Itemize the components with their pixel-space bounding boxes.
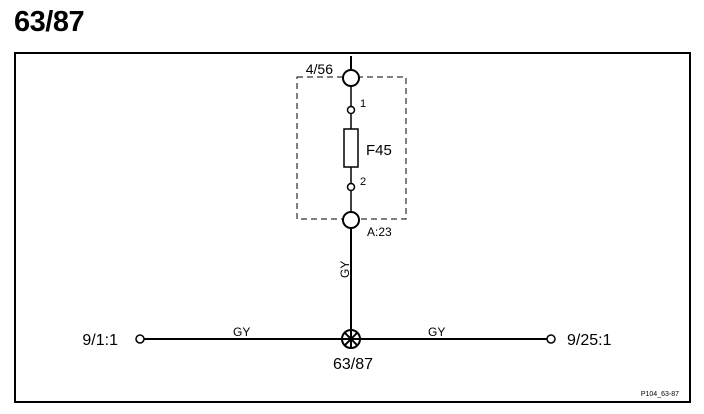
left-terminal-label: 9/1:1 bbox=[82, 332, 118, 349]
diagram-footer-code: P104_63-87 bbox=[641, 391, 679, 398]
wire-right-color: GY bbox=[428, 325, 445, 339]
splice-label: 63/87 bbox=[333, 356, 373, 373]
splice-cross-icon bbox=[341, 329, 361, 349]
left-terminal-icon bbox=[135, 334, 145, 344]
wire-left-color: GY bbox=[233, 325, 250, 339]
right-terminal-icon bbox=[546, 334, 556, 344]
wire-vertical-color: GY bbox=[338, 261, 352, 278]
fuse-label: F45 bbox=[366, 142, 392, 159]
connector-4-56 bbox=[342, 69, 360, 87]
page-title: 63/87 bbox=[14, 6, 85, 38]
right-terminal-label: 9/25:1 bbox=[567, 332, 612, 349]
connector-a-23-label: A:23 bbox=[367, 225, 392, 239]
connector-4-56-label: 4/56 bbox=[306, 61, 333, 77]
diagram-frame bbox=[14, 52, 691, 403]
pin-1-terminal bbox=[346, 105, 356, 115]
pin-2-terminal bbox=[346, 182, 356, 192]
pin-1-label: 1 bbox=[360, 98, 366, 110]
fuse-icon bbox=[343, 128, 359, 168]
connector-a-23 bbox=[342, 211, 360, 229]
pin-2-label: 2 bbox=[360, 176, 366, 188]
